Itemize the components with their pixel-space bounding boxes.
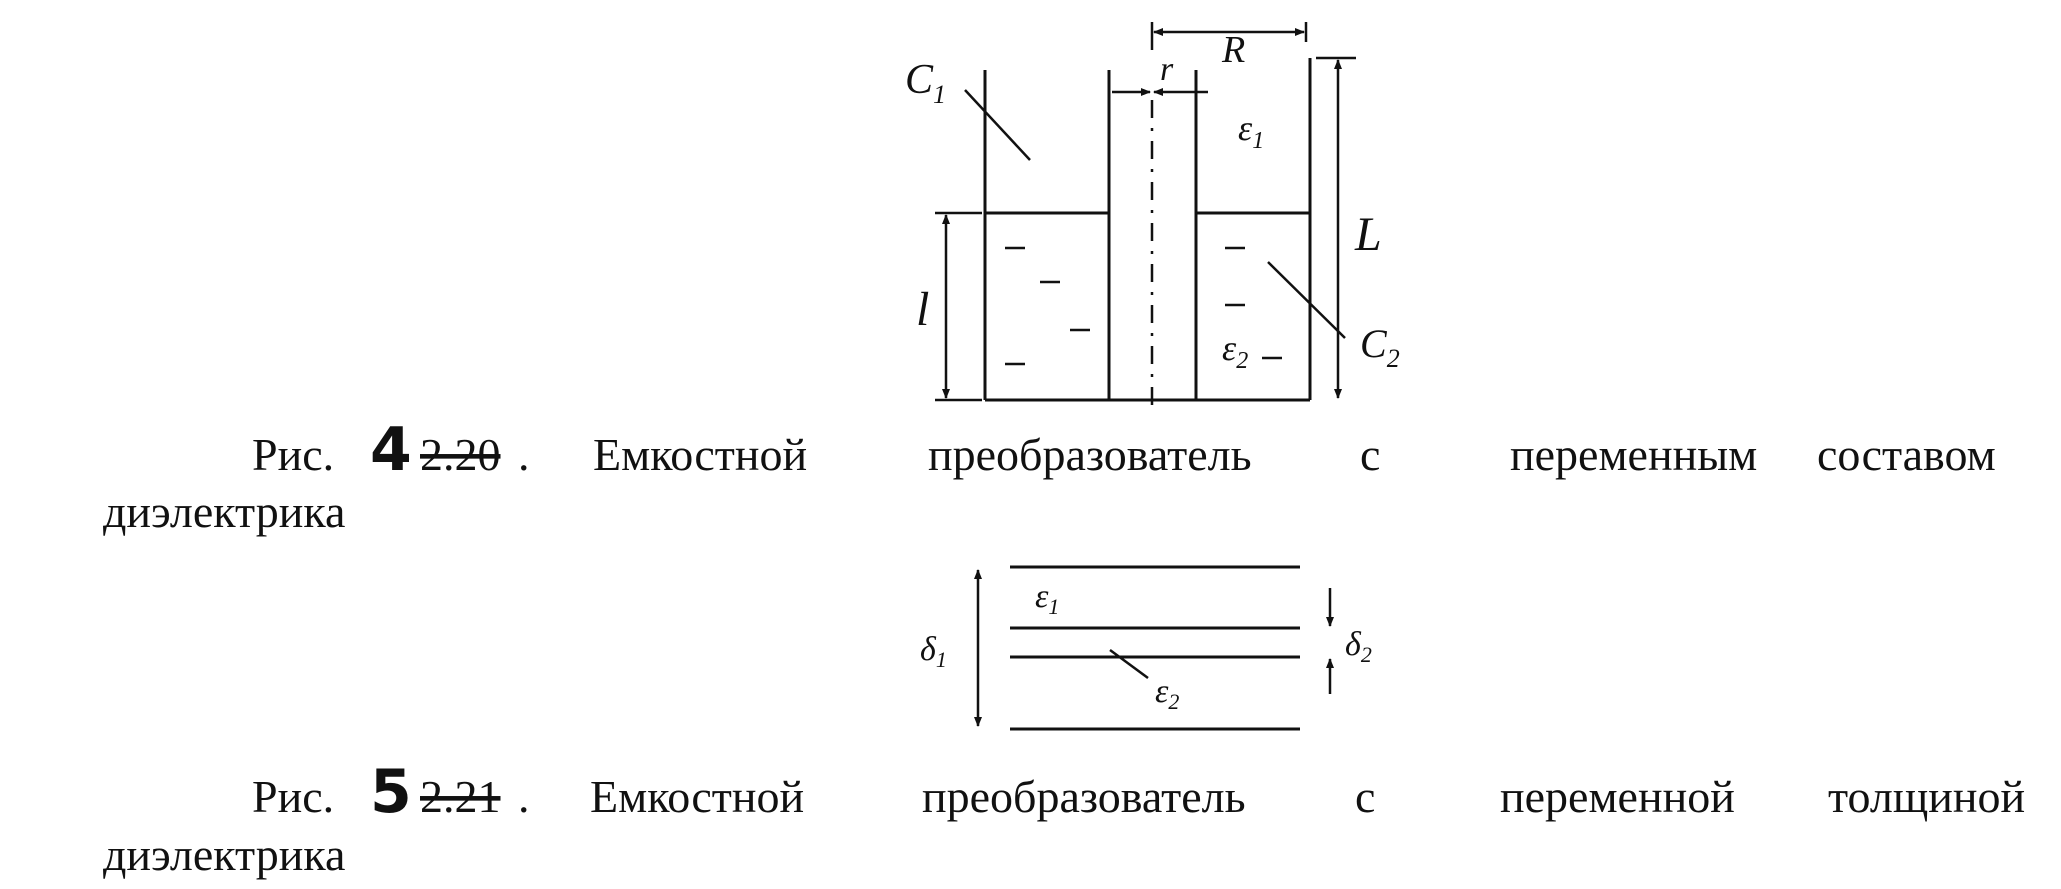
- label-eps2-sub: 2: [1236, 348, 1248, 374]
- handwritten-figure-number: 4: [370, 415, 412, 485]
- svg-text:ε2: ε2: [1155, 673, 1179, 714]
- C1-leader: [964, 89, 1031, 161]
- caption-word: Емкостной: [593, 429, 807, 480]
- figure-layered-dielectric: [974, 565, 1334, 731]
- struck-figure-number: 2.20: [420, 429, 501, 480]
- label-eps2: ε: [1222, 328, 1237, 368]
- caption-word: Емкостной: [590, 771, 804, 822]
- caption-word: составом: [1817, 429, 1996, 480]
- caption-period: .: [518, 429, 530, 480]
- caption-figure-4: Рис. 4 2.20 . Емкостной преобразователь …: [103, 415, 1996, 537]
- caption-prefix: Рис.: [252, 771, 334, 822]
- liquid-hatching: [1005, 246, 1282, 366]
- label-delta2: δ: [1345, 626, 1362, 663]
- svg-text:C2: C2: [1360, 321, 1400, 373]
- label-delta1-sub: 1: [936, 647, 947, 672]
- label-eps1: ε: [1035, 578, 1049, 615]
- label-C1: C: [905, 57, 934, 103]
- label-L: L: [1354, 208, 1382, 261]
- svg-text:ε1: ε1: [1035, 578, 1059, 619]
- struck-figure-number: 2.21: [420, 771, 501, 822]
- caption-word: переменным: [1510, 429, 1757, 480]
- svg-text:ε1: ε1: [1238, 108, 1264, 154]
- label-C2-sub: 2: [1387, 344, 1400, 373]
- label-R: R: [1221, 29, 1245, 71]
- label-C2: C: [1360, 321, 1388, 366]
- label-eps1-sub: 1: [1252, 128, 1264, 154]
- label-eps2-sub: 2: [1168, 689, 1179, 714]
- svg-text:ε2: ε2: [1222, 328, 1248, 374]
- caption-word: толщиной: [1828, 771, 2025, 822]
- eps2-leader: [1109, 648, 1149, 680]
- caption-line2: диэлектрика: [103, 486, 345, 537]
- caption-word: преобразователь: [922, 771, 1246, 822]
- caption-line2: диэлектрика: [103, 829, 345, 880]
- figure1-labels: C1 r R ε1 L l ε2 C2: [905, 29, 1400, 374]
- svg-text:δ1: δ1: [920, 631, 947, 672]
- label-r: r: [1160, 51, 1174, 88]
- label-C1-sub: 1: [933, 80, 946, 109]
- label-eps1-sub: 1: [1048, 594, 1059, 619]
- figure-cylindrical-capacitor: [935, 22, 1356, 415]
- figure2-labels: ε1 δ1 δ2 ε2: [920, 578, 1372, 714]
- caption-prefix: Рис.: [252, 429, 334, 480]
- caption-word: переменной: [1500, 771, 1735, 822]
- label-eps2: ε: [1155, 673, 1169, 710]
- svg-text:δ2: δ2: [1345, 626, 1372, 667]
- C2-leader: [1267, 261, 1346, 339]
- caption-word: преобразователь: [928, 429, 1252, 480]
- label-delta1: δ: [920, 631, 937, 668]
- label-eps1: ε: [1238, 108, 1253, 148]
- caption-word: с: [1355, 771, 1375, 822]
- svg-text:C1: C1: [905, 57, 946, 109]
- caption-figure-5: Рис. 5 2.21 . Емкостной преобразователь …: [103, 757, 2025, 880]
- label-l: l: [916, 283, 929, 336]
- caption-word: с: [1360, 429, 1380, 480]
- caption-period: .: [518, 771, 530, 822]
- handwritten-figure-number: 5: [370, 757, 412, 827]
- label-delta2-sub: 2: [1361, 642, 1372, 667]
